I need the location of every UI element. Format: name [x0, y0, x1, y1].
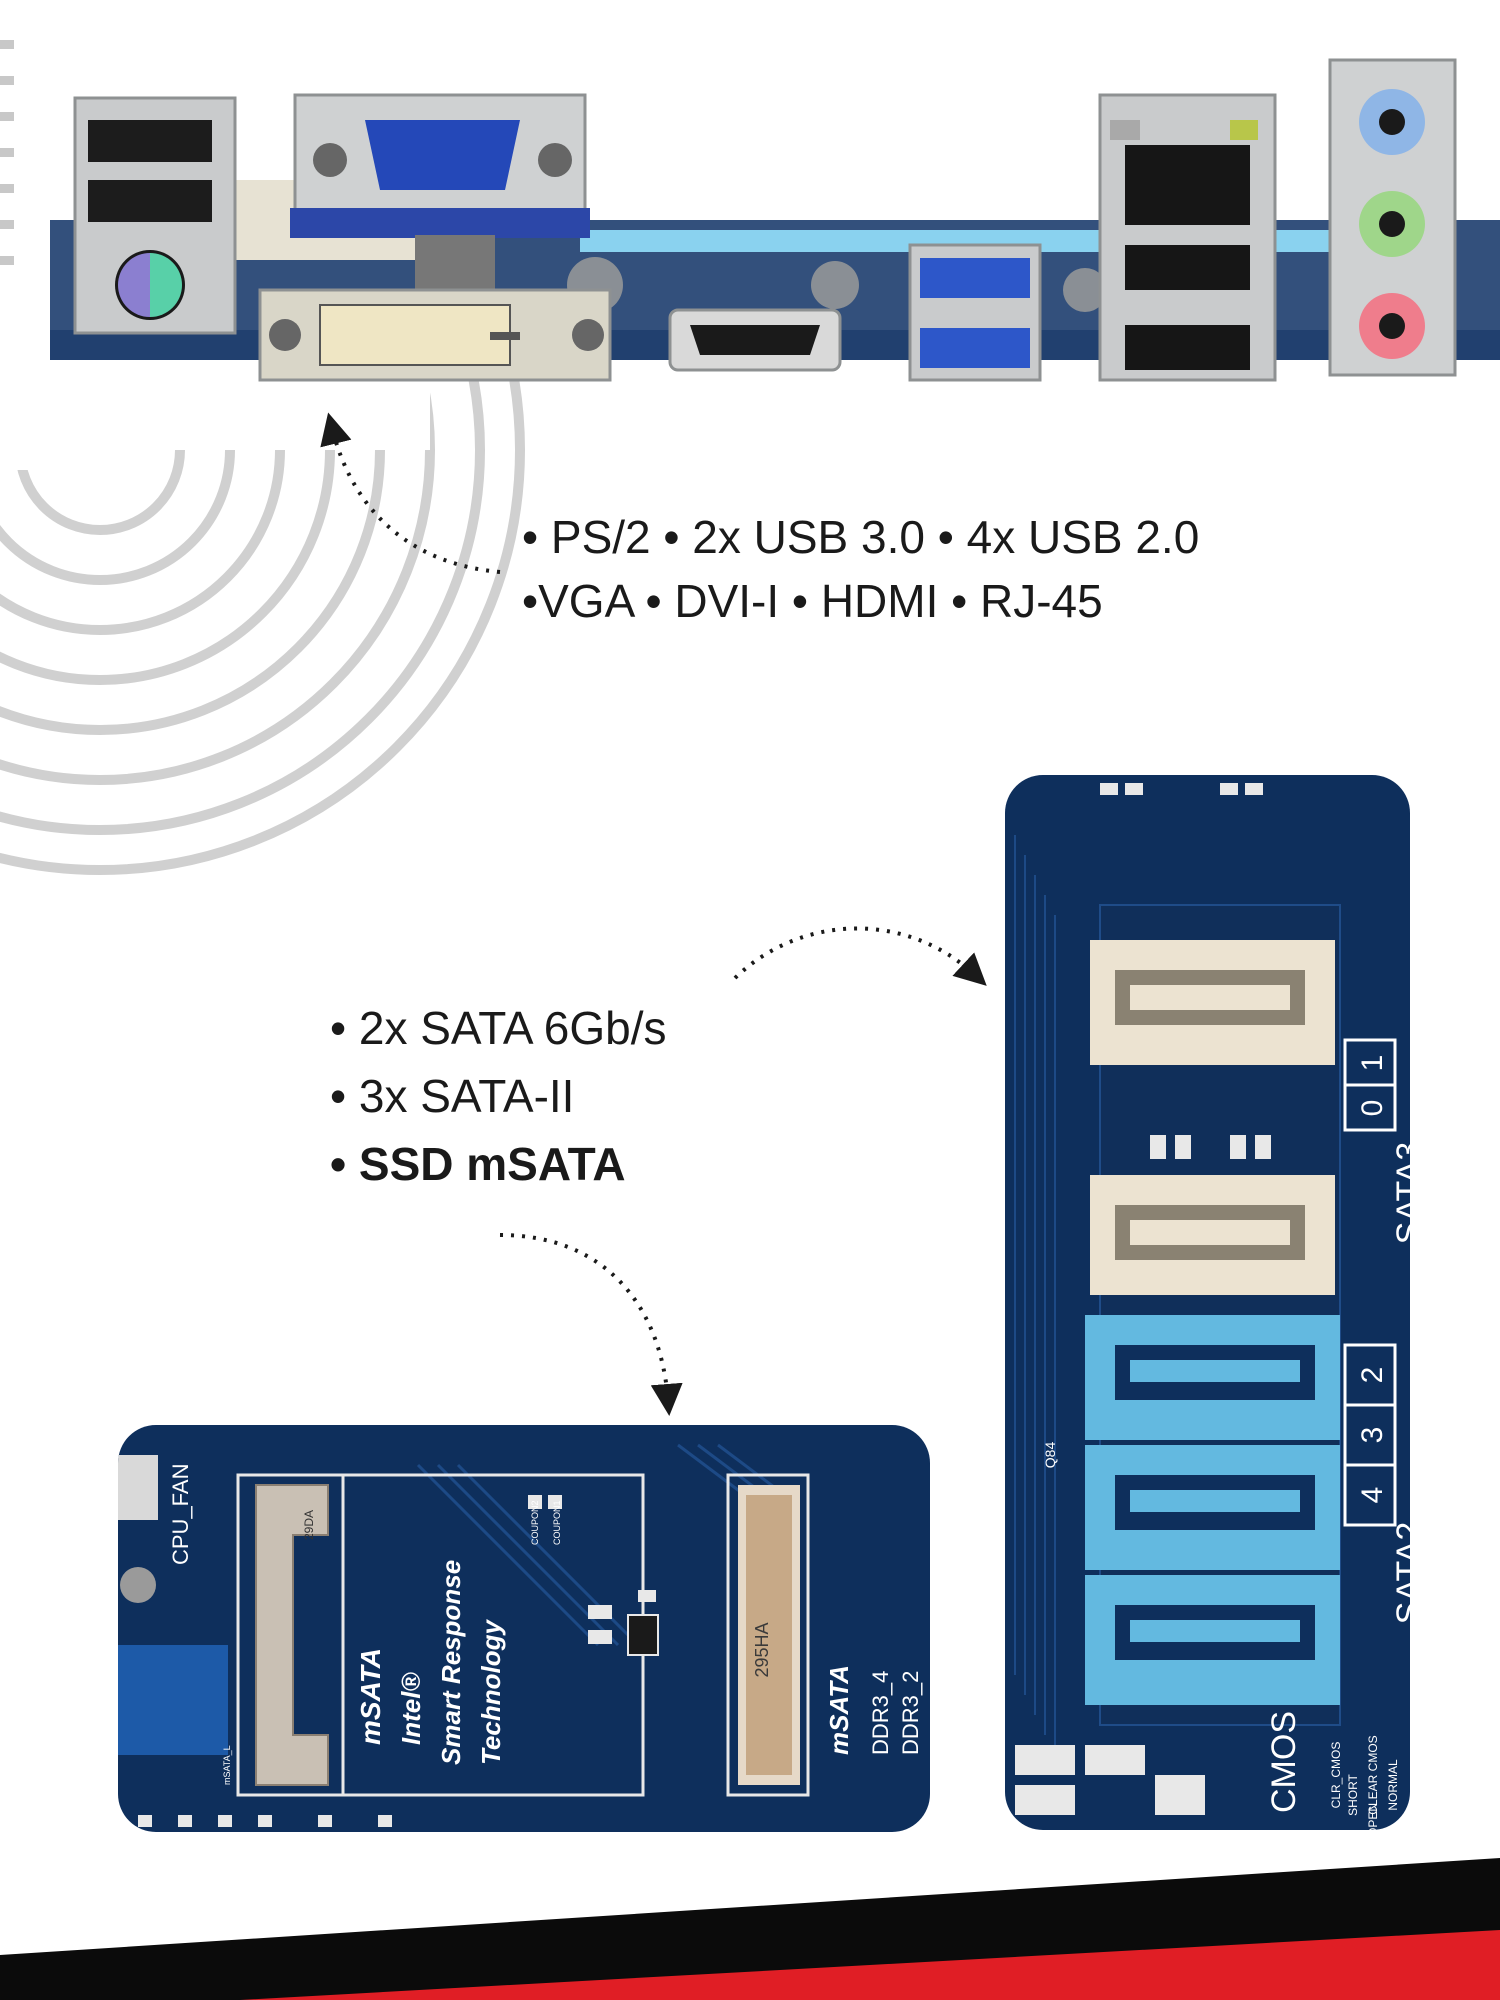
- sata3-label: SATA3: [1390, 1142, 1410, 1245]
- decorative-ticks: [0, 40, 20, 292]
- sata2-port-3-label: 3: [1356, 1427, 1389, 1444]
- hdmi-port-icon: [690, 325, 820, 355]
- msata-silk-small: mSATA_L: [222, 1745, 232, 1785]
- sata3-port-1: [1090, 1175, 1335, 1295]
- usb-ps2-stack: [73, 96, 237, 335]
- sata2-label: SATA2: [1390, 1522, 1410, 1625]
- rj45-port-icon: [1125, 145, 1250, 225]
- open-label: OPEN: [1366, 1803, 1380, 1830]
- smd-components: [1015, 783, 1271, 1815]
- usb3-port-icon: [920, 258, 1030, 298]
- msata-slot: 295HA: [738, 1485, 800, 1785]
- cmos-silkscreen: CMOS: [1265, 1711, 1303, 1813]
- chip-code: 295HA: [752, 1622, 772, 1677]
- vga-connector: [290, 93, 590, 295]
- sata3-port-0-label: 0: [1356, 1100, 1389, 1117]
- usb-port-icon: [88, 120, 212, 162]
- audio-stack: [1328, 58, 1457, 377]
- srt-line-3: Technology: [476, 1619, 506, 1765]
- sata2-port-3: [1085, 1445, 1340, 1570]
- clr-cmos-label: CLR_CMOS: [1329, 1742, 1343, 1809]
- ddr3-label-2: DDR3_2: [898, 1671, 923, 1755]
- ps2-port-icon: [118, 253, 150, 317]
- storage-item-msata: • SSD mSATA: [330, 1138, 626, 1190]
- storage-spec-text: • 2x SATA 6Gb/s • 3x SATA-II • SSD mSATA: [330, 996, 667, 1200]
- sata3-port-1-label: 1: [1356, 1055, 1389, 1072]
- dvi-connector: [258, 288, 612, 382]
- hdmi-connector: [668, 308, 842, 372]
- srt-line-2: Smart Response: [436, 1560, 466, 1765]
- sata2-port-2-label: 2: [1356, 1367, 1389, 1384]
- rj45-usb-stack: [1098, 93, 1277, 382]
- usb-port-icon: [1125, 245, 1250, 290]
- ddr3-label-1: DDR3_4: [868, 1671, 893, 1755]
- cpu-fan-label: CPU_FAN: [168, 1464, 193, 1565]
- smd-components: [138, 1495, 659, 1827]
- msata-latch: [255, 1484, 329, 1786]
- storage-item-sata3: • 2x SATA 6Gb/s: [330, 1002, 667, 1054]
- clear-cmos-label: CLEAR CMOS: [1366, 1735, 1380, 1814]
- normal-label: NORMAL: [1386, 1759, 1400, 1811]
- sata2-port-4: [1085, 1575, 1340, 1705]
- sata-board-photo: 1 0 SATA3 2 3 4 SATA2 CLEAR CMOS NORMAL …: [1005, 775, 1410, 1830]
- msata-board-photo: 295HA mSATA Intel® Smart Response Techno…: [118, 1425, 930, 1832]
- msata-slot-label: mSATA: [355, 1648, 386, 1745]
- dvi-port-icon: [319, 304, 511, 366]
- storage-item-sata2: • 3x SATA-II: [330, 1070, 575, 1122]
- short-label: SHORT: [1346, 1773, 1360, 1815]
- usb3-stack: [908, 243, 1042, 382]
- sata2-port-2: [1085, 1315, 1340, 1440]
- io-spec-text: • PS/2 • 2x USB 3.0 • 4x USB 2.0 •VGA • …: [522, 505, 1199, 633]
- usb-port-icon: [88, 180, 212, 222]
- io-spec-line-1: • PS/2 • 2x USB 3.0 • 4x USB 2.0: [522, 511, 1200, 563]
- q84-label: Q84: [1042, 1442, 1058, 1469]
- msata-connector-label: mSATA: [824, 1665, 854, 1755]
- coupon-label-2: COUPON1: [552, 1500, 562, 1545]
- sata-arrow: [733, 926, 987, 986]
- latch-code: 29DA: [302, 1510, 316, 1540]
- coupon-label-1: COUPON2: [530, 1500, 540, 1545]
- rear-io-panel: [50, 58, 1500, 382]
- sata3-port-0: [1090, 940, 1335, 1065]
- vga-port-icon: [365, 120, 520, 190]
- io-spec-line-2: •VGA • DVI-I • HDMI • RJ-45: [522, 575, 1103, 627]
- srt-line-1: Intel®: [396, 1672, 426, 1745]
- sata2-port-4-label: 4: [1356, 1487, 1389, 1504]
